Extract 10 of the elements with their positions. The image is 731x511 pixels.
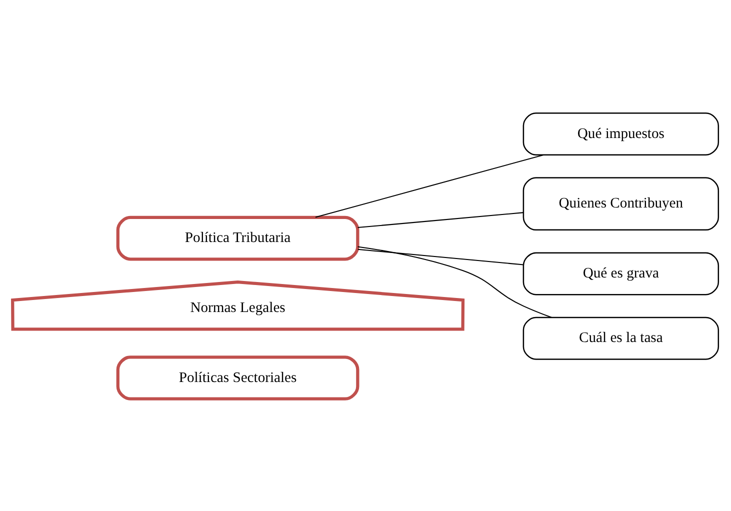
connector (315, 154, 544, 218)
connector (358, 248, 524, 265)
node-box: Política Tributaria (116, 215, 360, 260)
node-box: Políticas Sectoriales (116, 355, 360, 400)
connector (358, 212, 524, 228)
node-box: Qué es grava (522, 252, 720, 295)
node-box: Quienes Contribuyen (522, 176, 720, 230)
node-box: Qué impuestos (522, 112, 720, 155)
connector (358, 246, 552, 318)
node-box: Cuál es la tasa (522, 316, 720, 360)
